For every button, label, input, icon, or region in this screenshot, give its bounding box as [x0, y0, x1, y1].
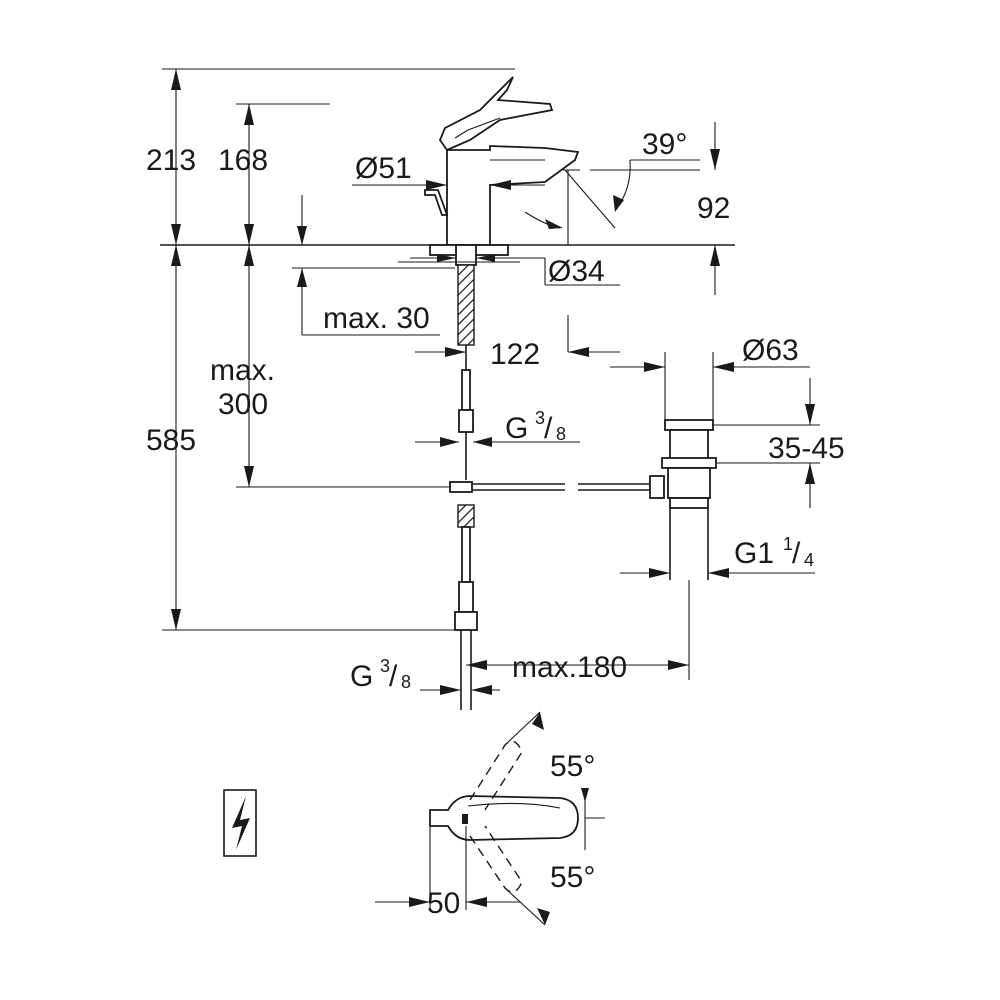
label-g114-den: 4 [804, 550, 814, 570]
label-max: max. [210, 354, 275, 387]
label-55-top: 55° [550, 750, 595, 783]
dim-line-max-300 [244, 245, 254, 487]
dim-line-d51 [352, 180, 545, 190]
label-122: 122 [490, 338, 540, 371]
electric-lightning-icon [223, 789, 257, 857]
label-max-180: max.180 [512, 651, 627, 684]
label-50: 50 [427, 887, 460, 920]
label-g38-top-den: 8 [556, 424, 566, 444]
label-g38-top: G [505, 412, 528, 445]
supply-hose-top [458, 345, 474, 480]
popup-rod [449, 475, 665, 499]
dim-line-max-180 [466, 660, 689, 670]
label-213: 213 [146, 144, 196, 177]
label-585: 585 [146, 424, 196, 457]
label-d63: Ø63 [742, 334, 799, 367]
dim-line-122 [415, 315, 620, 357]
waste-valve [661, 419, 820, 580]
dim-line-585 [171, 245, 181, 630]
label-g114-slash: / [792, 537, 801, 570]
faucet-body [424, 76, 580, 246]
dim-line-35-45 [805, 378, 815, 508]
dim-line-max-30 [292, 195, 455, 336]
label-35-45: 35-45 [768, 432, 845, 465]
label-g38-bottom: G [350, 660, 373, 693]
label-168: 168 [218, 144, 268, 177]
dim-line-g38-bottom [420, 685, 500, 695]
label-g38-bottom-slash: / [389, 660, 398, 693]
dim-line-g114 [620, 568, 815, 578]
dim-angle-39 [524, 159, 700, 229]
label-55-bottom: 55° [550, 861, 595, 894]
dim-line-d34 [410, 254, 620, 286]
supply-hose-bottom [454, 504, 478, 710]
dim-line-168 [244, 104, 254, 245]
label-92: 92 [697, 192, 730, 225]
dim-line-213 [171, 69, 181, 245]
label-max-30: max. 30 [323, 302, 430, 335]
lever-top-view [429, 711, 605, 926]
dim-line-d63 [610, 352, 810, 420]
label-d51: Ø51 [355, 152, 412, 185]
label-g114-num: 1 [783, 534, 793, 554]
label-g38-bottom-num: 3 [380, 656, 390, 676]
label-g114: G1 [734, 537, 774, 570]
dim-line-50 [375, 826, 520, 910]
dim-line-g38-top [415, 437, 580, 447]
label-d34: Ø34 [548, 255, 605, 288]
label-g38-top-num: 3 [535, 408, 545, 428]
label-39-deg: 39° [642, 128, 687, 161]
dim-line-92 [710, 122, 720, 295]
label-g38-bottom-den: 8 [401, 672, 411, 692]
label-300: 300 [218, 388, 268, 421]
label-g38-top-slash: / [544, 412, 553, 445]
mounting-shank [398, 244, 520, 346]
